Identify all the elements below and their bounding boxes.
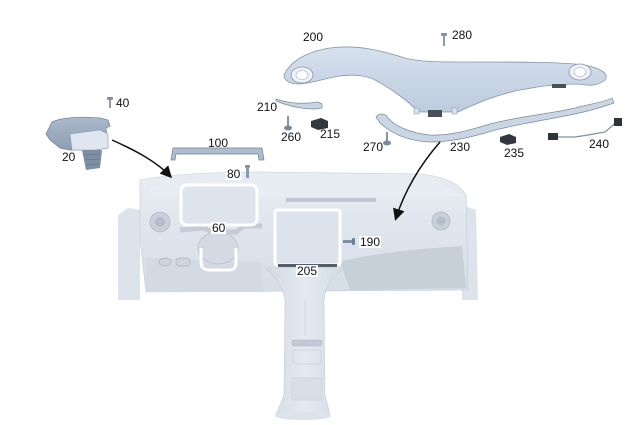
screw-190 — [343, 238, 355, 245]
part-20-cluster-housing — [45, 116, 111, 170]
callout-260: 260 — [281, 130, 302, 144]
callout-80: 80 — [226, 167, 242, 181]
part-200-upper-cover — [283, 46, 607, 117]
screw-80 — [245, 165, 250, 178]
part-230-trim-strip — [375, 97, 615, 143]
callout-215: 215 — [320, 127, 341, 141]
callout-235: 235 — [504, 146, 525, 160]
harness-240 — [548, 118, 622, 140]
callout-40: 40 — [116, 96, 130, 110]
highlight-part-60 — [199, 248, 238, 272]
center-console — [264, 267, 347, 420]
clip-215 — [311, 118, 328, 130]
part-100-cover-strip — [170, 147, 265, 161]
callout-200: 200 — [303, 30, 324, 44]
highlight-center-display — [273, 208, 342, 267]
callout-100: 100 — [208, 136, 229, 150]
callout-210: 210 — [257, 100, 278, 114]
arrow-230-to-dashboard — [393, 141, 441, 221]
callout-205: 205 — [296, 264, 319, 278]
screw-260 — [284, 116, 292, 131]
arrow-20-to-dashboard — [111, 139, 173, 179]
screw-270 — [383, 132, 391, 146]
clip-235 — [500, 134, 516, 145]
callout-190: 190 — [359, 235, 382, 249]
callout-20: 20 — [62, 150, 76, 164]
screw-280 — [441, 33, 447, 46]
callout-270: 270 — [363, 140, 384, 154]
callout-280: 280 — [452, 28, 473, 42]
callout-60: 60 — [211, 221, 227, 235]
callout-240: 240 — [589, 137, 610, 151]
screw-40 — [107, 97, 113, 108]
part-210-trim-strip — [275, 98, 323, 110]
highlight-instrument-display — [179, 183, 259, 227]
callout-230: 230 — [450, 140, 471, 154]
